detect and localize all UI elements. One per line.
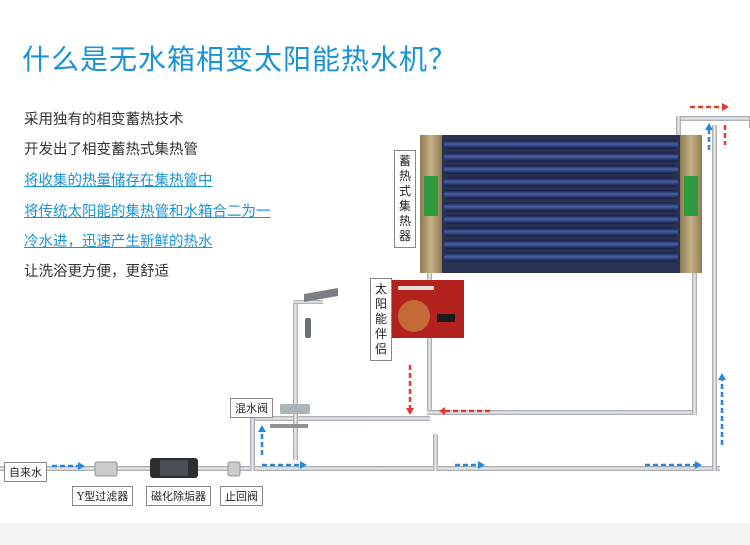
collector-tube (444, 152, 678, 162)
spout (270, 424, 308, 428)
check-valve-label: 止回阀 (220, 486, 263, 506)
descaler-label: 磁化除垢器 (146, 486, 211, 506)
collector-tube (444, 140, 678, 149)
collector-right-badge (684, 176, 698, 216)
description-line-6: 让洗浴更方便，更舒适 (24, 264, 169, 280)
hand-shower (305, 318, 311, 338)
collector-outlet-pipe (692, 270, 697, 415)
collector-left-badge (424, 176, 438, 216)
mixing-valve-label: 混水阀 (230, 398, 273, 418)
collector-tube (444, 190, 678, 199)
description-line-3: 将收集的热量储存在集热管中 (24, 173, 213, 189)
collector-tube (444, 240, 678, 249)
collector-tube (444, 252, 678, 262)
collector-tube (444, 227, 678, 237)
description-line-2: 开发出了相变蓄热式集热管 (24, 142, 198, 158)
companion-riser-pipe (427, 270, 432, 415)
collector-tube (444, 215, 678, 224)
collector-tube (444, 165, 678, 174)
shower-arm (293, 300, 323, 304)
cold-flow-arrows (52, 123, 726, 470)
descaler-core (160, 460, 188, 476)
mixer-cold-pipe (250, 416, 255, 471)
y-filter-label: Y型过滤器 (72, 486, 134, 506)
mixing-valve-body (280, 404, 310, 414)
collector-label: 蓄热式集热器 (394, 150, 416, 248)
roof-riser-pipe (712, 125, 717, 471)
companion-dragon-emblem (398, 300, 430, 332)
companion-feed-pipe (433, 434, 438, 471)
roof-top-pipe (676, 116, 750, 121)
main-supply-pipe (0, 466, 720, 471)
description-line-1: 采用独有的相变蓄热技术 (24, 112, 184, 128)
floor-strip (0, 523, 750, 545)
page-title: 什么是无水箱相变太阳能热水机？ (22, 43, 458, 76)
collector-inlet-pipe (676, 116, 681, 146)
collector-tube (444, 202, 678, 212)
hot-flow-arrows (406, 103, 729, 415)
description-line-4: 将传统太阳能的集热管和水箱合二为一 (24, 204, 271, 220)
description-line-5: 冷水进，迅速产生新鲜的热水 (24, 234, 213, 250)
collector-tubes (444, 140, 678, 262)
check-valve-device (227, 461, 241, 477)
companion-display (437, 314, 455, 322)
y-filter-device (94, 461, 118, 477)
shower-pole (293, 300, 298, 460)
hot-return-pipe (427, 410, 697, 415)
tap-water-label: 自来水 (4, 462, 47, 482)
shower-head (304, 288, 338, 302)
mixer-hot-pipe (250, 416, 430, 421)
companion-label: 太阳能伴侣 (370, 278, 392, 361)
collector-tube (444, 177, 678, 187)
companion-logo (398, 286, 434, 290)
